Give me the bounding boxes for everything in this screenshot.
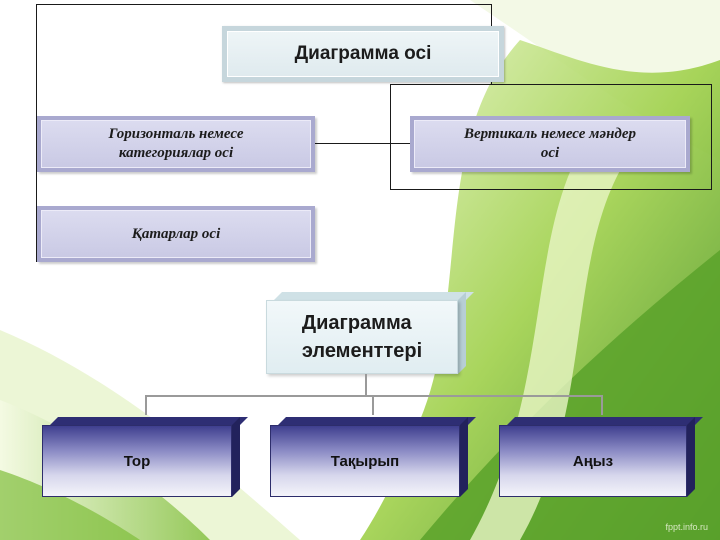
connector-trunk — [365, 374, 367, 396]
connector-bar — [145, 395, 603, 397]
vertical-axis-box: Вертикаль немесе мәндер осі — [410, 116, 690, 172]
legend-box-top-face — [507, 417, 703, 425]
grid-box-side-face — [232, 417, 240, 497]
frame-left-line — [36, 4, 37, 262]
title-box-top-face — [278, 417, 476, 425]
series-axis-label: Қатарлар осі — [131, 225, 221, 242]
connector-left — [145, 395, 147, 415]
elements-title-line2: элементтері — [301, 340, 423, 362]
watermark: fppt.info.ru — [665, 522, 708, 532]
grid-box: Тор — [42, 425, 232, 497]
axis-title-box: Диаграмма осі — [222, 26, 504, 82]
elements-box-side-face — [458, 292, 466, 374]
title-box-side-face — [460, 417, 468, 497]
series-axis-box: Қатарлар осі — [37, 206, 315, 262]
vertical-axis-label: Вертикаль немесе мәндер осі — [463, 126, 637, 161]
horizontal-axis-label: Горизонталь немесе категориялар осі — [108, 126, 244, 161]
grid-box-top-face — [50, 417, 248, 425]
connector-right — [601, 395, 603, 415]
chart-title-box: Тақырып — [270, 425, 460, 497]
elements-title-line1: Диаграмма — [301, 312, 412, 334]
grid-label: Тор — [123, 452, 151, 470]
legend-label: Аңыз — [572, 452, 614, 470]
frame-middle-line — [314, 143, 410, 144]
vertical-axis-frame — [390, 84, 712, 190]
axis-title: Диаграмма осі — [294, 43, 432, 64]
legend-box: Аңыз — [499, 425, 687, 497]
connector-mid — [372, 395, 374, 415]
chart-title-label: Тақырып — [330, 452, 400, 470]
horizontal-axis-box: Горизонталь немесе категориялар осі — [37, 116, 315, 172]
legend-box-side-face — [687, 417, 695, 497]
elements-box-top-face — [274, 292, 474, 300]
elements-title-box: Диаграмма элементтері — [266, 300, 458, 374]
frame-top-line — [36, 4, 492, 5]
